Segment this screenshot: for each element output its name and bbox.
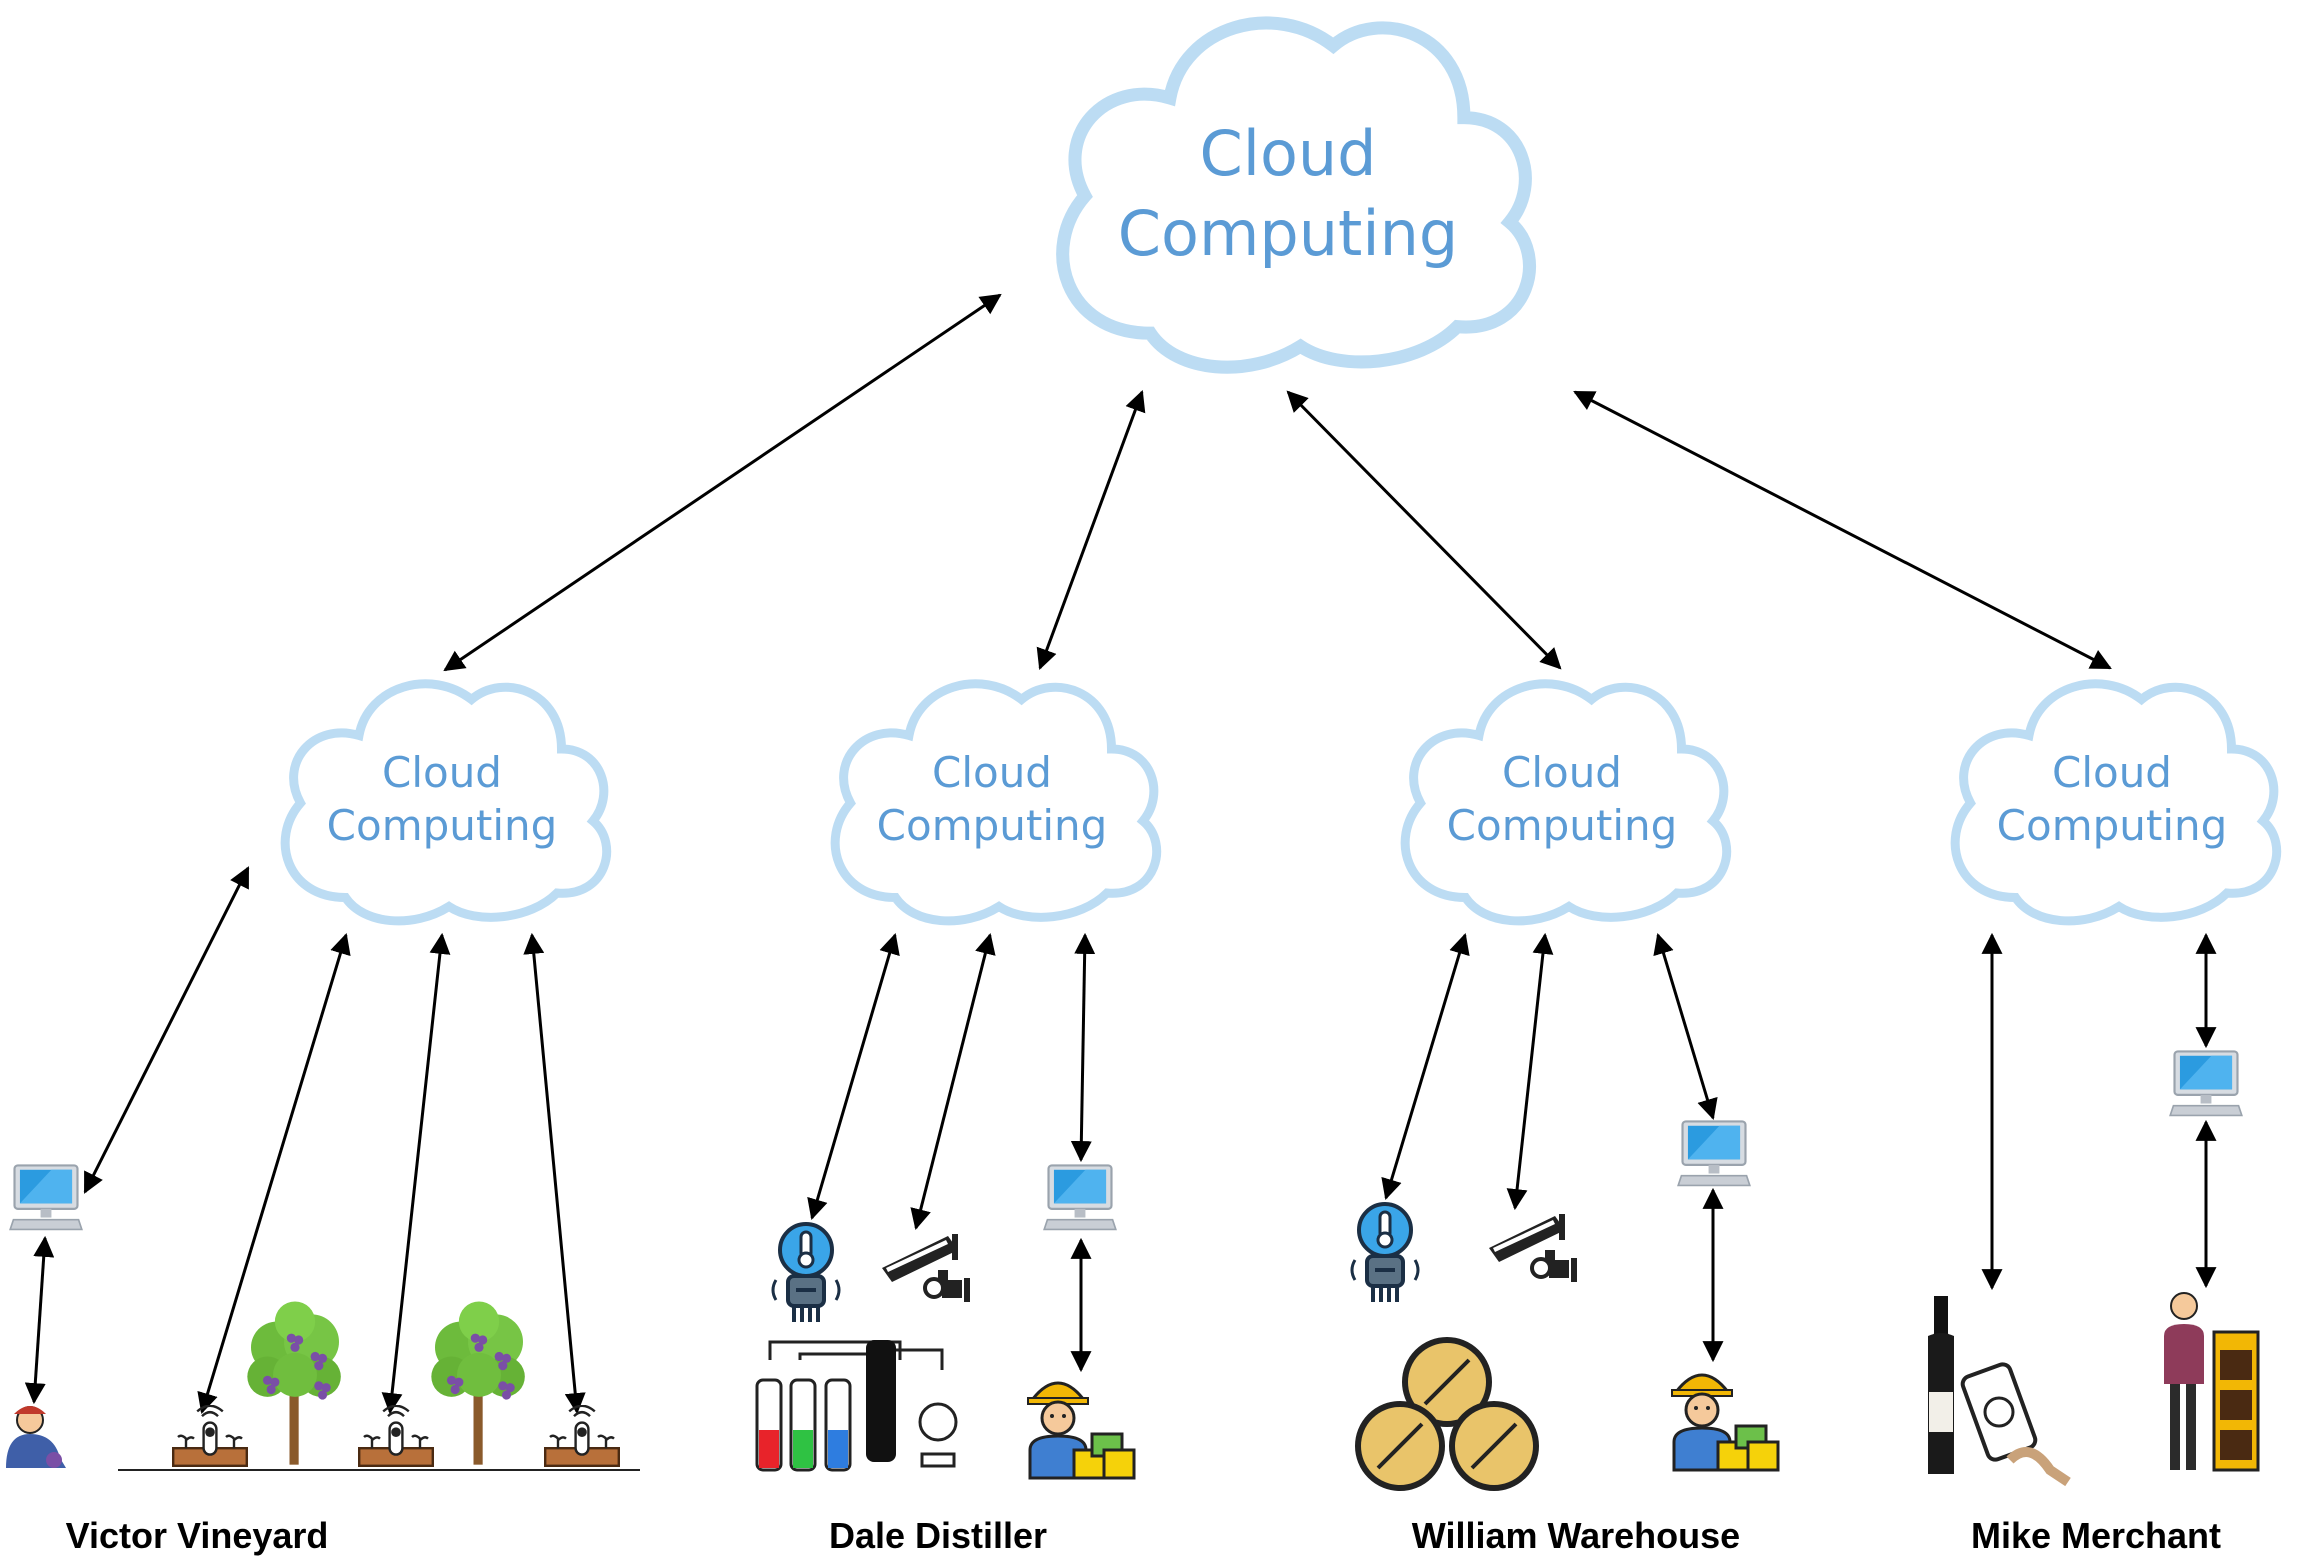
arrow-distiller-computer	[1070, 932, 1096, 1163]
main-cloud-line1: Cloud	[1199, 117, 1376, 190]
wine-bottle-icon	[1928, 1296, 1954, 1474]
cloud-label-line1: Cloud	[932, 748, 1052, 797]
rfid-phone-icon	[1960, 1362, 2071, 1487]
stakeholder-label-merchant: Mike Merchant	[1971, 1515, 2221, 1556]
worker-icon	[1026, 1381, 1136, 1480]
cloud-label-line1: Cloud	[382, 748, 502, 797]
distillation-apparatus-icon	[755, 1340, 958, 1472]
cloud-label-line2: Computing	[877, 801, 1108, 850]
cloud-label-line2: Computing	[1997, 801, 2228, 850]
arrow-main-to-warehouse	[1286, 390, 1562, 670]
computer-icon	[2169, 1050, 2243, 1117]
worker-icon	[1670, 1373, 1780, 1472]
merchant-icon	[2164, 1292, 2260, 1472]
cloud-label-line1: Cloud	[1502, 748, 1622, 797]
cloud-label-line2: Computing	[327, 801, 558, 850]
soil-sensor-icon	[171, 1405, 249, 1468]
soil-sensor-icon	[544, 1405, 620, 1468]
cloud-mike-merchant: Cloud Computing	[1955, 684, 2277, 921]
arrow-main-to-distiller	[1036, 390, 1146, 670]
computer-icon	[1043, 1164, 1117, 1231]
arrow-warehouse-camera	[1506, 932, 1554, 1211]
cloud-william-warehouse: Cloud Computing	[1405, 684, 1727, 921]
main-cloud: Cloud Computing	[1063, 23, 1530, 367]
stakeholder-label-distiller: Dale Distiller	[829, 1515, 1047, 1556]
arrow-vineyard-sensor-2	[381, 932, 451, 1415]
arrow-main-to-merchant	[1573, 390, 2112, 670]
stakeholder-label-vineyard: Victor Vineyard	[66, 1515, 329, 1556]
grape-vine-icon	[247, 1301, 341, 1465]
arrow-distiller-camera	[910, 932, 996, 1231]
arrow-vineyard-sensor-1	[197, 932, 351, 1415]
arrow-warehouse-computer	[1653, 932, 1718, 1121]
computer-icon	[1677, 1120, 1751, 1187]
cloud-dale-distiller: Cloud Computing	[835, 684, 1157, 921]
farmer-icon	[6, 1406, 66, 1468]
soil-sensor-icon	[358, 1405, 434, 1468]
arrow-distiller-temp-sensor	[807, 932, 900, 1221]
arrow-vineyard-computer	[83, 866, 250, 1194]
temperature-sensor-icon	[771, 1222, 841, 1324]
cloud-label-line2: Computing	[1447, 801, 1678, 850]
temperature-sensor-icon	[1350, 1202, 1420, 1304]
arrow-warehouse-temp-sensor	[1381, 932, 1470, 1201]
cloud-victor-vineyard: Cloud Computing	[285, 684, 607, 921]
computer-icon	[9, 1164, 83, 1231]
arrow-computer-farmer	[24, 1235, 55, 1405]
security-camera-icon	[1487, 1212, 1579, 1284]
cloud-label-line1: Cloud	[2052, 748, 2172, 797]
main-cloud-line2: Computing	[1118, 197, 1458, 270]
security-camera-icon	[880, 1232, 972, 1304]
barrels-icon	[1355, 1337, 1539, 1491]
arrow-vineyard-sensor-3	[523, 932, 586, 1415]
grape-vine-icon	[431, 1301, 525, 1465]
stakeholder-label-warehouse: William Warehouse	[1412, 1515, 1740, 1556]
arrow-main-to-vineyard	[443, 293, 1002, 672]
